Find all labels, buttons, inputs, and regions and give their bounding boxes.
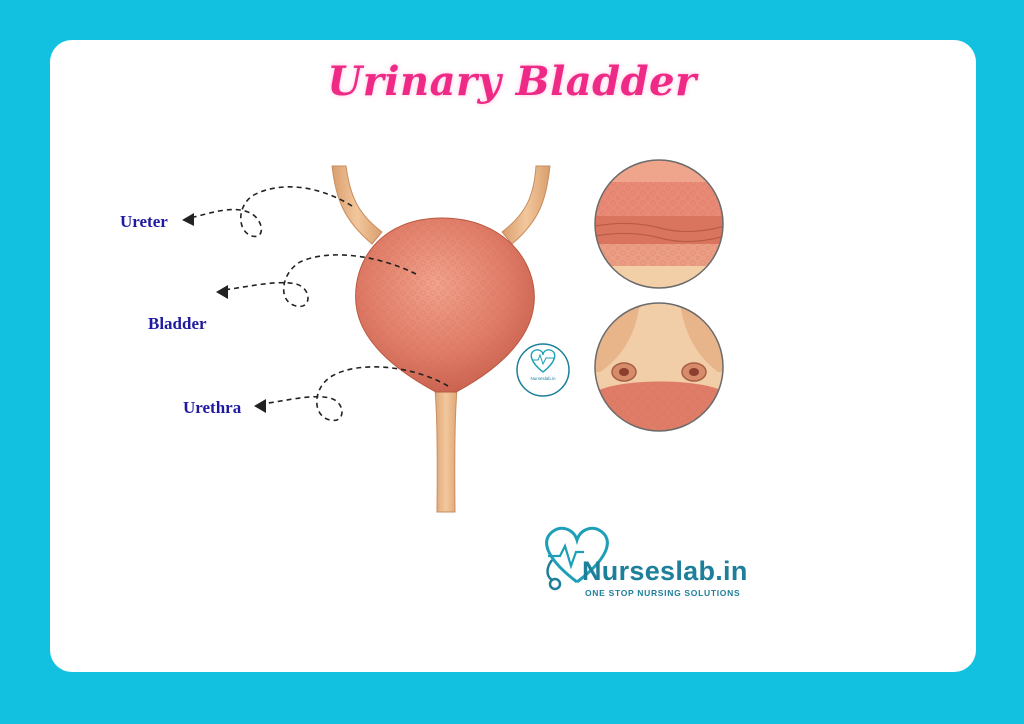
label-bladder: Bladder <box>148 314 207 333</box>
bladder-texture <box>355 218 535 392</box>
inset-trigone <box>595 303 723 431</box>
brand-tagline: ONE STOP NURSING SOLUTIONS <box>585 588 741 598</box>
watermark-stamp <box>516 343 570 397</box>
inset-trigone-frame <box>594 302 724 432</box>
urethra-arrowhead <box>254 399 266 413</box>
label-urethra: Urethra <box>183 398 242 417</box>
ureter-arrowhead <box>182 213 194 226</box>
heart-stethoscope-icon <box>545 526 609 591</box>
inset-wall-frame <box>594 159 724 289</box>
watermark-text: Nurseslab.in <box>530 376 556 381</box>
page-title: Urinary Bladder <box>327 58 697 105</box>
bladder-pointer <box>223 254 417 308</box>
bladder-arrowhead <box>216 285 228 299</box>
right-ureter <box>501 165 551 245</box>
brand-name: Nurseslab.in <box>582 556 748 586</box>
inset-wall-layers <box>595 160 723 288</box>
urethra-pointer <box>261 366 449 422</box>
ureter-pointer <box>189 186 353 238</box>
label-ureter: Ureter <box>120 212 168 231</box>
left-ureter <box>331 165 383 245</box>
diagram-card <box>50 40 976 672</box>
